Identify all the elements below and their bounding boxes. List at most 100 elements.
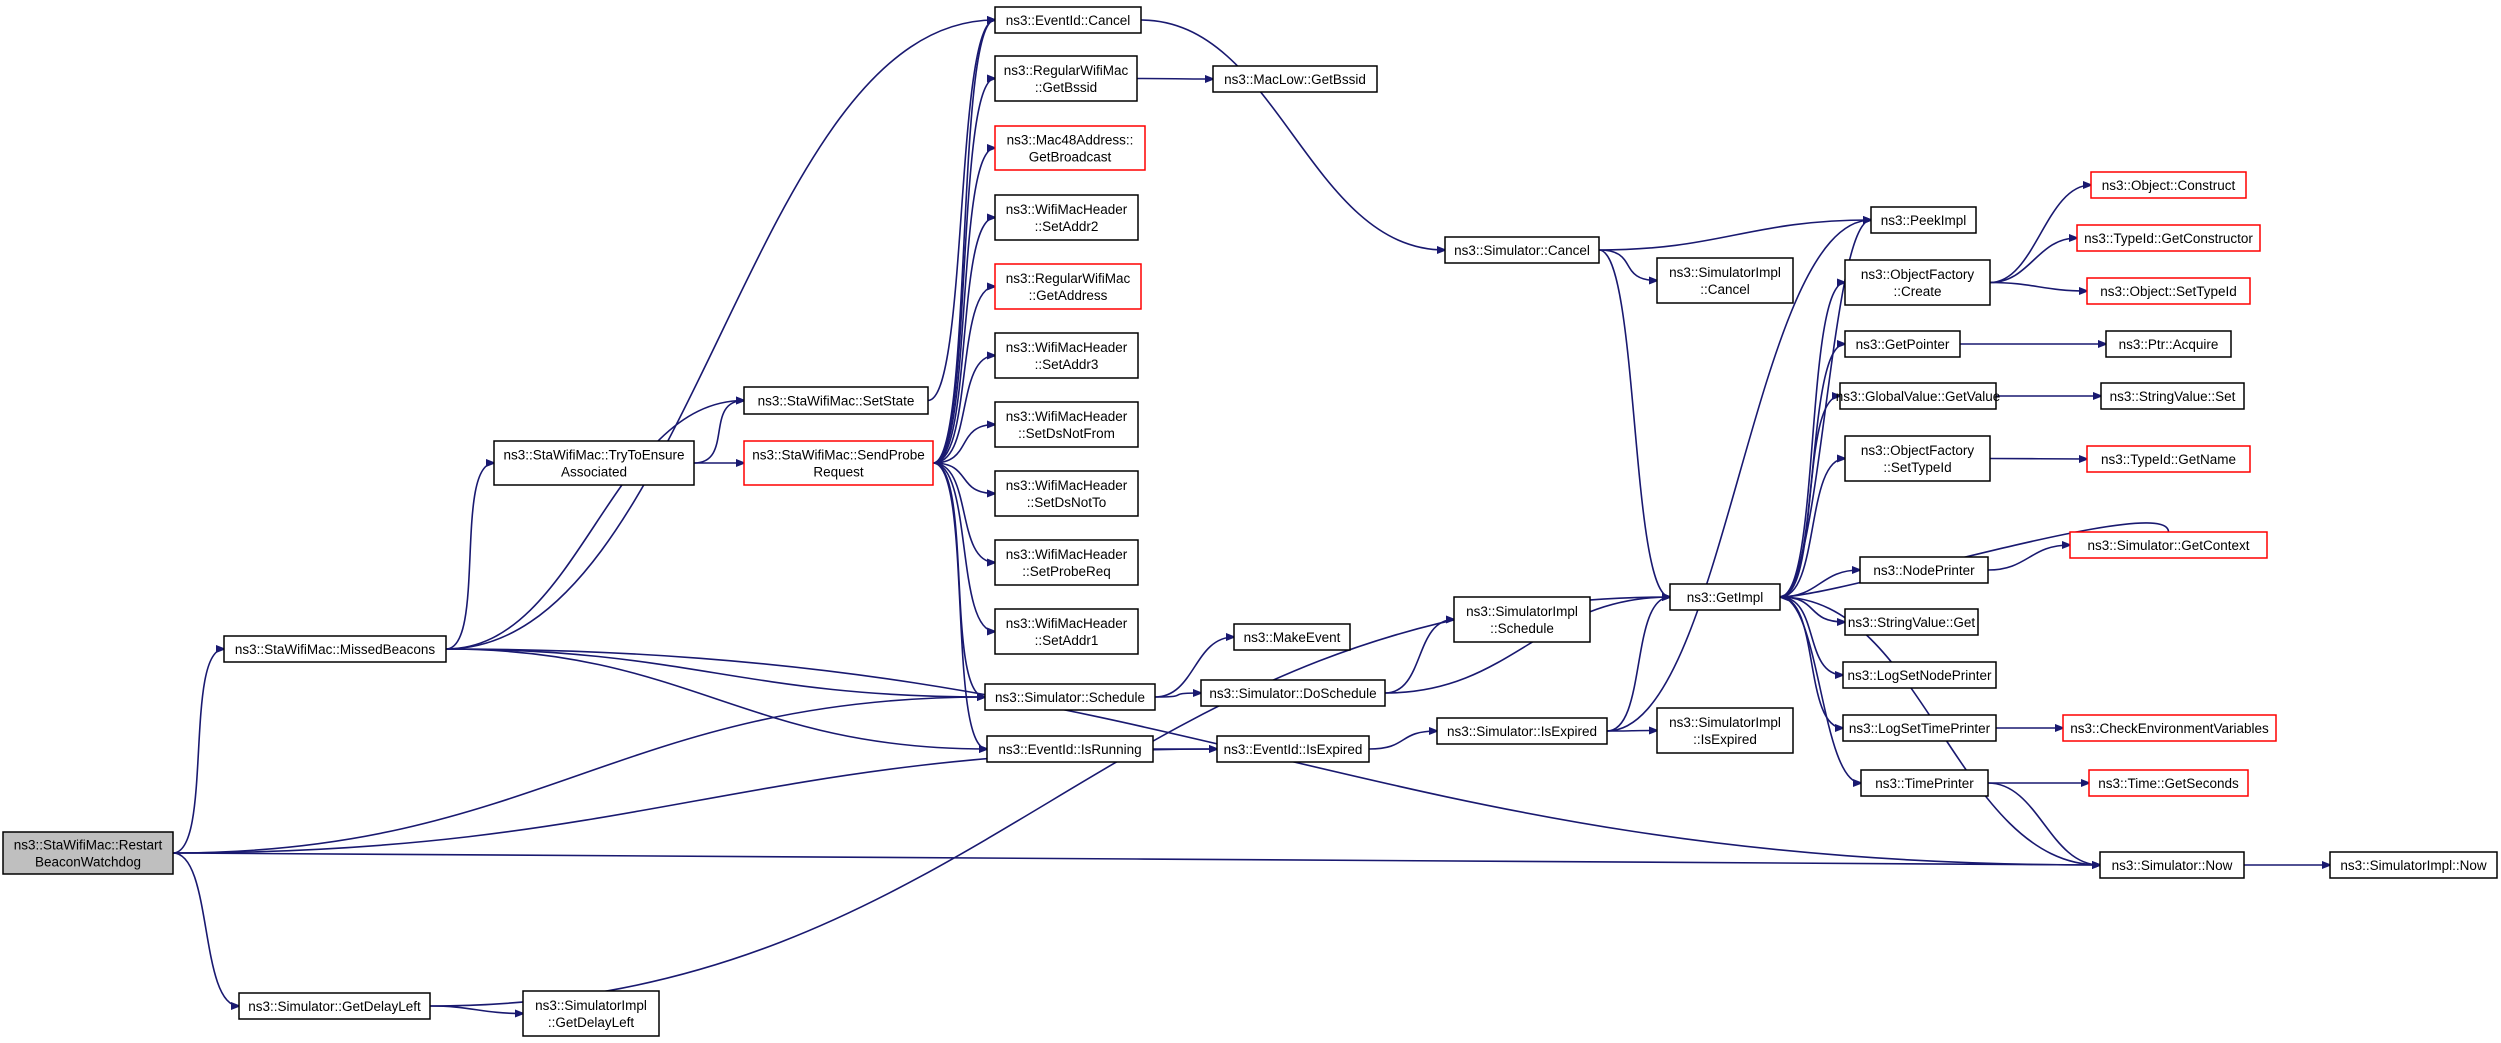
node-label: ns3::StringValue::Set	[2110, 389, 2236, 404]
node-typeidgetname[interactable]: ns3::TypeId::GetName	[2086, 445, 2251, 473]
node-getseconds[interactable]: ns3::Time::GetSeconds	[2088, 769, 2249, 797]
edge-sendprobe-to-isrunning	[932, 462, 987, 749]
node-dsnotto[interactable]: ns3::WifiMacHeader::SetDsNotTo	[994, 470, 1139, 517]
edge-doschedule-to-getimpl	[1384, 597, 1670, 694]
node-label: ::SetDsNotFrom	[1018, 426, 1115, 441]
edge-getimpl-to-gvgetvalue	[1779, 396, 1840, 598]
node-box	[994, 194, 1139, 241]
node-getbssid[interactable]: ns3::RegularWifiMac::GetBssid	[994, 55, 1138, 102]
node-checkenv[interactable]: ns3::CheckEnvironmentVariables	[2062, 714, 2277, 742]
node-box	[2, 831, 174, 875]
node-logsettime[interactable]: ns3::LogSetTimePrinter	[1842, 714, 1997, 742]
edge-sendprobe-to-addr3	[932, 356, 995, 464]
node-siminexpired[interactable]: ns3::Simulator::IsExpired	[1436, 717, 1608, 745]
node-box	[223, 635, 447, 663]
edge-ofsettypeid-to-typeidgetname	[1989, 459, 2087, 460]
edge-getimpl-to-timeprinter	[1779, 596, 1861, 783]
edge-getimpl-to-ofcreate	[1779, 283, 1845, 598]
node-implschedule[interactable]: ns3::SimulatorImpl::Schedule	[1453, 596, 1591, 643]
node-box	[743, 386, 929, 415]
node-label: ns3::Time::GetSeconds	[2098, 776, 2239, 791]
node-schedule[interactable]: ns3::Simulator::Schedule	[984, 683, 1156, 711]
node-label: ::SetTypeId	[1883, 460, 1951, 475]
edge-sendprobe-to-getbssid	[932, 79, 995, 464]
node-box	[994, 401, 1139, 448]
node-svget[interactable]: ns3::StringValue::Get	[1844, 608, 1979, 636]
node-getdelayleft[interactable]: ns3::Simulator::GetDelayLeft	[238, 992, 431, 1020]
node-svset[interactable]: ns3::StringValue::Set	[2100, 382, 2245, 410]
node-setstate[interactable]: ns3::StaWifiMac::SetState	[743, 386, 929, 415]
node-label: ns3::NodePrinter	[1873, 563, 1975, 578]
node-logsetnode[interactable]: ns3::LogSetNodePrinter	[1842, 661, 1997, 689]
node-probereq[interactable]: ns3::WifiMacHeader::SetProbeReq	[994, 539, 1139, 586]
node-getaddress[interactable]: ns3::RegularWifiMac::GetAddress	[994, 263, 1142, 310]
node-broadcast[interactable]: ns3::Mac48Address::GetBroadcast	[994, 125, 1146, 171]
edge-restart-to-simnow	[172, 852, 2100, 865]
node-implgetdelayleft[interactable]: ns3::SimulatorImpl::GetDelayLeft	[522, 990, 660, 1037]
node-box	[1233, 623, 1351, 651]
node-implnow[interactable]: ns3::SimulatorImpl::Now	[2329, 851, 2498, 879]
node-getimpl[interactable]: ns3::GetImpl	[1669, 583, 1781, 611]
node-timeprinter[interactable]: ns3::TimePrinter	[1860, 769, 1989, 797]
node-gvgetvalue[interactable]: ns3::GlobalValue::GetValue	[1836, 382, 2001, 410]
node-box	[743, 440, 934, 486]
node-label: ns3::StaWifiMac::SendProbe	[752, 448, 925, 463]
node-box	[994, 470, 1139, 517]
node-box	[493, 440, 695, 486]
node-box	[522, 990, 660, 1037]
edge-restart-to-schedule	[172, 697, 985, 854]
node-addr3[interactable]: ns3::WifiMacHeader::SetAddr3	[994, 332, 1139, 379]
node-label: ns3::StaWifiMac::SetState	[758, 394, 915, 409]
edge-getdelayleft-to-implgetdelayleft	[429, 1005, 523, 1014]
node-dsnotfrom[interactable]: ns3::WifiMacHeader::SetDsNotFrom	[994, 401, 1139, 448]
node-box	[1844, 259, 1991, 306]
node-objsettypeid[interactable]: ns3::Object::SetTypeId	[2086, 277, 2251, 305]
node-label: ::GetAddress	[1029, 288, 1108, 303]
node-box	[1656, 257, 1794, 304]
node-ofcreate[interactable]: ns3::ObjectFactory::Create	[1844, 259, 1991, 306]
node-implisexpired[interactable]: ns3::SimulatorImpl::IsExpired	[1656, 707, 1794, 754]
node-label: ns3::Mac48Address::	[1007, 133, 1134, 148]
node-label: ::SetAddr3	[1035, 357, 1099, 372]
node-label: ns3::SimulatorImpl::Now	[2340, 858, 2487, 873]
node-isrunning[interactable]: ns3::EventId::IsRunning	[986, 735, 1154, 763]
node-simcancel[interactable]: ns3::Simulator::Cancel	[1444, 236, 1600, 264]
node-maclowbssid[interactable]: ns3::MacLow::GetBssid	[1212, 65, 1378, 93]
node-getconstructor[interactable]: ns3::TypeId::GetConstructor	[2076, 224, 2261, 252]
node-box	[2329, 851, 2498, 879]
edge-siminexpired-to-peekimpl	[1606, 220, 1871, 732]
edge-getimpl-to-ofsettypeid	[1779, 459, 1845, 598]
node-label: ns3::SimulatorImpl	[1466, 604, 1578, 619]
node-label: ::Schedule	[1490, 621, 1554, 636]
node-makeevent[interactable]: ns3::MakeEvent	[1233, 623, 1351, 651]
node-addr2[interactable]: ns3::WifiMacHeader::SetAddr2	[994, 194, 1139, 241]
node-box	[1216, 735, 1370, 763]
node-label: ns3::TypeId::GetConstructor	[2084, 231, 2253, 246]
node-ptracquire[interactable]: ns3::Ptr::Acquire	[2105, 330, 2232, 358]
node-missed[interactable]: ns3::StaWifiMac::MissedBeacons	[223, 635, 447, 663]
edge-timeprinter-to-simnow	[1987, 782, 2100, 865]
node-simnow[interactable]: ns3::Simulator::Now	[2099, 851, 2245, 879]
node-implcancel[interactable]: ns3::SimulatorImpl::Cancel	[1656, 257, 1794, 304]
node-evisexpired[interactable]: ns3::EventId::IsExpired	[1216, 735, 1370, 763]
node-eventcancel[interactable]: ns3::EventId::Cancel	[994, 6, 1142, 34]
node-getcontext[interactable]: ns3::Simulator::GetContext	[2069, 531, 2268, 559]
node-label: ::GetDelayLeft	[548, 1015, 635, 1030]
node-addr1[interactable]: ns3::WifiMacHeader::SetAddr1	[994, 608, 1139, 655]
edge-getdelayleft-to-getimpl	[429, 597, 1670, 1007]
function-nodes: ns3::StaWifiMac::RestartBeaconWatchdogns…	[2, 6, 2498, 1037]
node-objconstruct[interactable]: ns3::Object::Construct	[2090, 171, 2247, 199]
node-nodeprinter[interactable]: ns3::NodePrinter	[1859, 556, 1989, 584]
node-label: ns3::TimePrinter	[1875, 776, 1974, 791]
node-ofsettypeid[interactable]: ns3::ObjectFactory::SetTypeId	[1844, 435, 1991, 482]
edge-restart-to-missed	[172, 649, 224, 854]
edge-missed-to-eventcancel	[445, 20, 995, 650]
node-box	[2086, 277, 2251, 305]
node-getpointer[interactable]: ns3::GetPointer	[1844, 330, 1961, 358]
node-peekimpl[interactable]: ns3::PeekImpl	[1870, 206, 1977, 234]
node-label: ::IsExpired	[1693, 732, 1757, 747]
node-doschedule[interactable]: ns3::Simulator::DoSchedule	[1200, 679, 1386, 707]
